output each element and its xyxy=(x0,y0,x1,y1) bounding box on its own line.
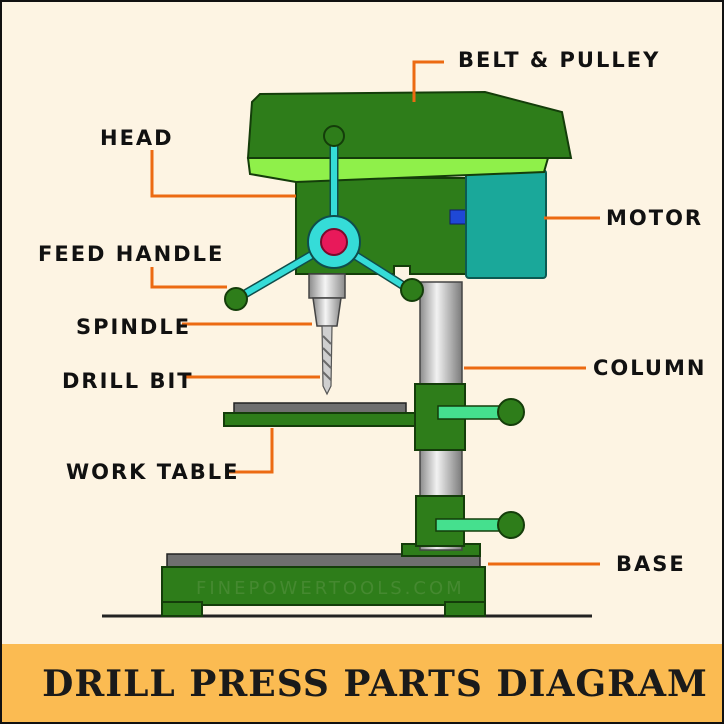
label-work-table: WORK TABLE xyxy=(66,460,240,484)
label-column: COLUMN xyxy=(593,356,707,380)
leader-lines xyxy=(150,60,600,566)
feed-handle-part xyxy=(224,125,424,311)
spindle-part xyxy=(308,273,346,327)
belt-pulley-cover xyxy=(246,90,573,184)
leader-work-table xyxy=(227,428,274,474)
leader-belt-pulley xyxy=(412,60,444,102)
label-drill-bit: DRILL BIT xyxy=(62,369,194,393)
drill-bit-part xyxy=(321,325,333,396)
banner-title: DRILL PRESS PARTS DIAGRAM xyxy=(42,663,708,705)
title-banner: DRILL PRESS PARTS DIAGRAM xyxy=(2,644,722,722)
label-feed-handle: FEED HANDLE xyxy=(38,242,225,266)
work-table-part xyxy=(223,383,525,451)
lower-collar xyxy=(415,495,525,547)
leader-feed-handle xyxy=(150,267,227,289)
label-spindle: SPINDLE xyxy=(76,315,192,339)
base-part xyxy=(161,543,486,617)
label-motor: MOTOR xyxy=(606,206,704,230)
drill-press-diagram: FINEPOWERTOOLS.COM xyxy=(102,60,600,618)
label-base: BASE xyxy=(616,552,686,576)
leader-head xyxy=(150,150,296,198)
label-head: HEAD xyxy=(100,126,174,150)
label-belt-pulley: BELT & PULLEY xyxy=(458,48,661,72)
watermark: FINEPOWERTOOLS.COM xyxy=(196,578,465,599)
